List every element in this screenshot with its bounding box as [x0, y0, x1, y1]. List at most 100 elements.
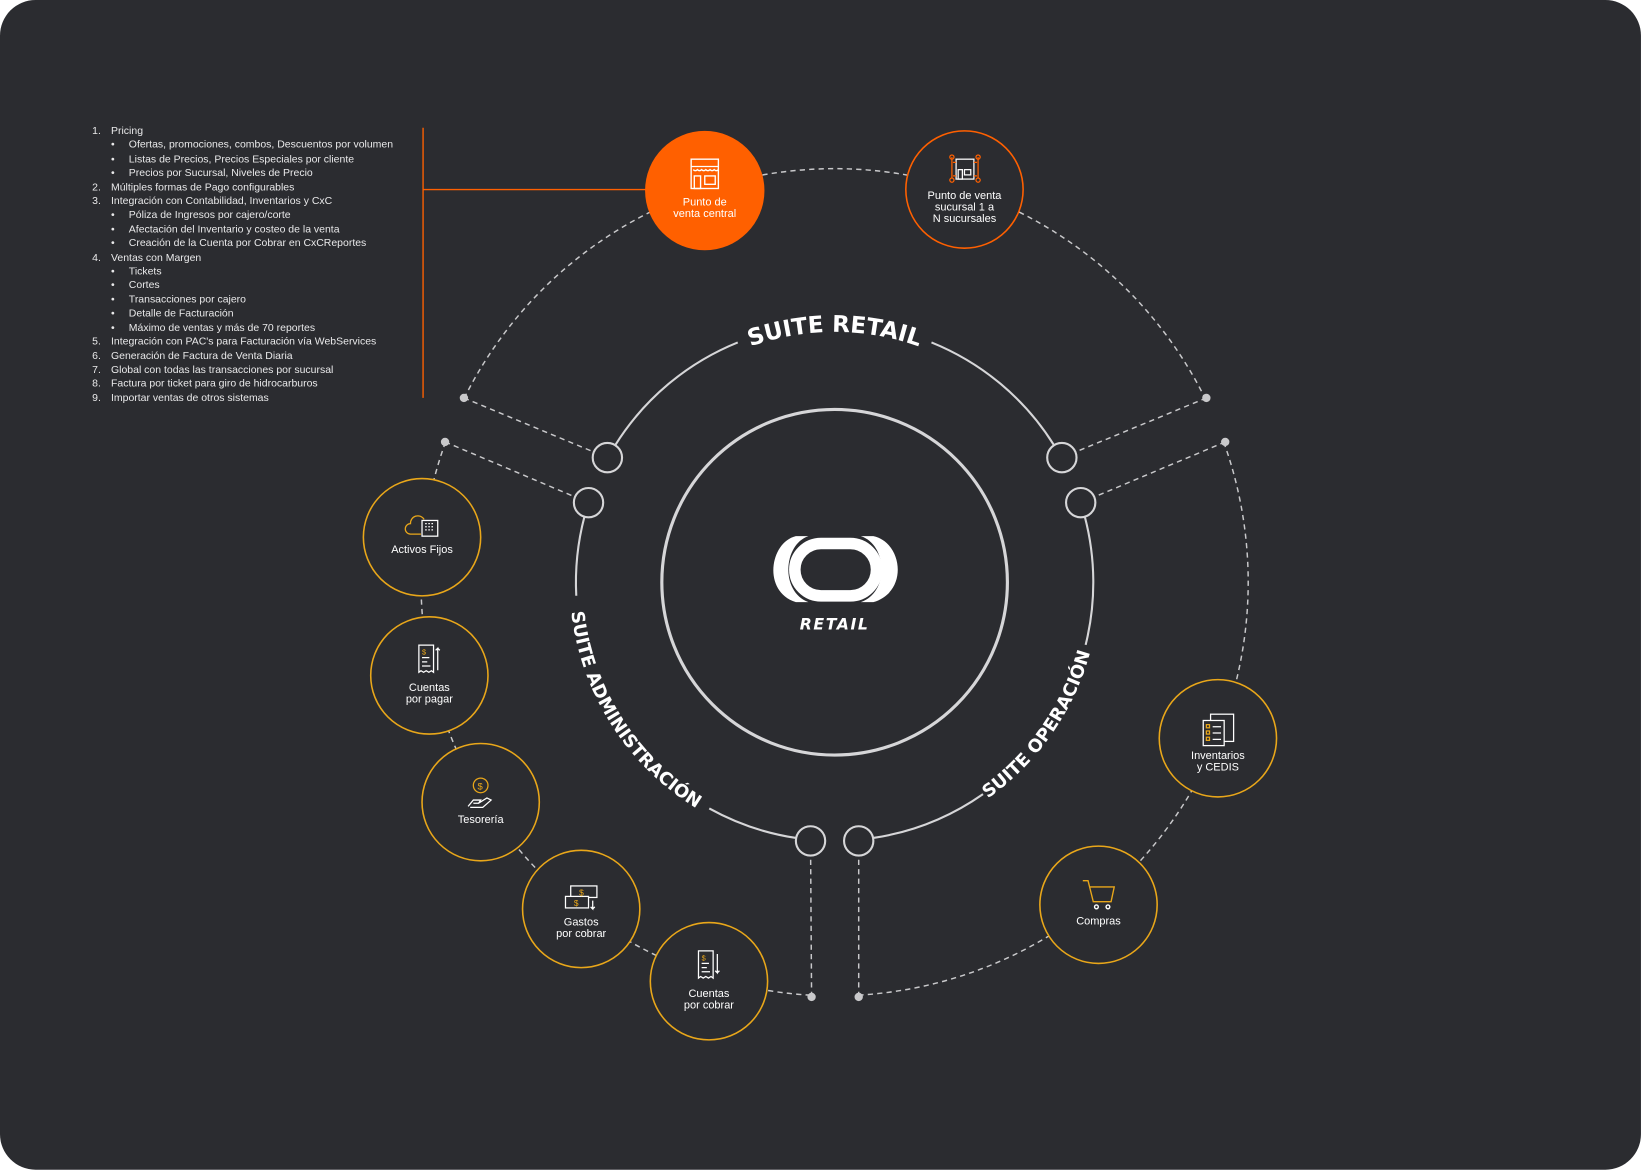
bullet-icon: •	[111, 153, 115, 166]
dashed-connector	[809, 840, 813, 997]
feature-subitem: • Transacciones por cajero	[92, 293, 393, 307]
connector-dot	[440, 437, 450, 447]
hand-coin-icon: $	[467, 777, 493, 809]
suite-retail-label: SUITE RETAIL	[744, 312, 925, 352]
svg-text:$: $	[702, 953, 706, 962]
feature-subitem: • Póliza de Ingresos por cajero/corte	[92, 209, 393, 223]
ring-junction-circle	[1065, 486, 1097, 519]
feature-item: 8. Factura por ticket para giro de hidroc…	[92, 377, 393, 391]
connector-dot	[1202, 393, 1211, 403]
receipt-down-icon: $	[697, 950, 720, 980]
feature-label: Integración con Contabilidad, Inventario…	[111, 195, 333, 208]
feature-number: 9.	[92, 392, 101, 404]
node-label: Cuentas	[688, 988, 729, 1000]
feature-item: 5.Integración con PAC's para Facturación…	[92, 335, 393, 349]
node-cuentas-por-cobrar[interactable]: $ Cuentas por cobrar	[649, 921, 769, 1041]
node-label: Tesorería	[458, 814, 505, 826]
logo-text: RETAIL	[800, 614, 870, 633]
feature-number: 8.	[92, 378, 101, 390]
node-punto-venta-central[interactable]: Punto de venta central	[645, 130, 765, 251]
node-label: por cobrar	[684, 999, 734, 1011]
feature-item: 4.Ventas con Margen	[92, 251, 393, 265]
node-label: Compras	[1076, 916, 1121, 928]
node-label: Punto de	[683, 196, 727, 208]
feature-label: Integración con PAC's para Facturación v…	[111, 336, 377, 348]
documents-icon	[1202, 713, 1235, 747]
suite-operacion-label: SUITE OPERACIÓN	[978, 648, 1095, 803]
ring-junction-circle	[1046, 441, 1078, 474]
feature-subitem-label: Póliza de Ingresos por cajero/corte	[128, 209, 291, 222]
node-label: venta central	[673, 208, 736, 220]
suite-ring-arc	[1083, 516, 1095, 646]
node-compras[interactable]: Compras	[1039, 845, 1158, 965]
node-tesoreria[interactable]: $ Tesorería	[421, 742, 541, 862]
feature-subitem: • Afectación del Inventario y costeo de l…	[92, 223, 393, 237]
bullet-icon: •	[111, 139, 115, 152]
dashed-connector	[463, 397, 608, 459]
feature-item: 6. Generación de Factura de Venta Diaria	[92, 349, 393, 363]
feature-subitem-label: Máximo de ventas y más de 70 reportes	[128, 322, 316, 334]
feature-subitem-label: Ofertas, promociones, combos, Descuentos…	[128, 139, 394, 152]
money-transfer-icon: $ $	[564, 885, 598, 911]
node-label: Inventarios	[1191, 750, 1245, 762]
feature-subitem: • Ofertas, promociones, combos, Descuento…	[92, 139, 393, 153]
feature-subitem-label: Precios por Sucursal, Niveles de Precio	[128, 167, 313, 180]
connector-dot	[807, 992, 816, 1002]
feature-subitem: •Cortes	[92, 279, 393, 293]
bullet-icon: •	[111, 294, 115, 306]
node-label: y CEDIS	[1197, 762, 1239, 774]
retail-logo: RETAIL	[773, 536, 898, 633]
feature-subitem-label: Transacciones por cajero	[128, 294, 246, 306]
store-network-icon	[949, 154, 981, 183]
node-label: sucursal 1 a	[935, 201, 995, 213]
feature-number: 7.	[92, 364, 101, 376]
feature-number: 4.	[92, 252, 101, 264]
node-label: por cobrar	[556, 928, 606, 940]
feature-number: 3.	[92, 195, 101, 208]
suite-ring-arc	[931, 341, 1055, 446]
feature-subitem: • Tickets	[92, 265, 393, 279]
svg-text:$: $	[478, 781, 484, 792]
node-cuentas-por-pagar[interactable]: $ Cuentas por pagar	[369, 616, 489, 735]
feature-label: Múltiples formas de Pago configurables	[111, 181, 295, 194]
bullet-icon: •	[111, 209, 115, 222]
dashed-connector	[1080, 441, 1226, 504]
suite-ring-arc	[708, 807, 797, 840]
feature-item: 7.Global con todas las transacciones por…	[92, 363, 393, 377]
ring-junction-circle	[591, 441, 624, 474]
feature-subitem-label: Listas de Precios, Precios Especiales po…	[128, 153, 355, 166]
node-punto-venta-sucursal[interactable]: Punto de venta sucursal 1 a N sucursales	[905, 130, 1024, 249]
outer-dashed-arc-operacion	[858, 441, 1249, 996]
feature-label: Generación de Factura de Venta Diaria	[111, 350, 293, 362]
feature-subitem-label: Tickets	[128, 266, 162, 278]
node-gastos-por-cobrar[interactable]: $ $ Gastos por cobrar	[521, 849, 641, 969]
node-activos-fijos[interactable]: Activos Fijos	[362, 477, 482, 597]
feature-item: 3. Integración con Contabilidad, Inventar…	[92, 195, 393, 209]
bullet-icon: •	[111, 223, 115, 236]
connector-dot	[854, 992, 863, 1002]
feature-subitem: • Precios por Sucursal, Niveles de Precio	[92, 167, 393, 181]
feature-label: Factura por ticket para giro de hidrocar…	[111, 378, 318, 390]
feature-subitem-label: Cortes	[128, 280, 160, 292]
ring-junction-circle	[572, 486, 605, 519]
connector-dot	[1221, 437, 1230, 447]
node-inventarios-cedis[interactable]: Inventarios y CEDIS	[1158, 678, 1278, 798]
receipt-up-icon: $	[418, 644, 441, 674]
feature-list: 1.Pricing•Ofertas, promociones, combos, …	[92, 125, 393, 406]
suite-ring-arc	[614, 341, 739, 446]
center-circle	[660, 407, 1009, 757]
feature-number: 6.	[92, 350, 101, 362]
cart-icon	[1082, 880, 1116, 910]
bullet-icon: •	[111, 266, 115, 278]
bullet-icon: •	[111, 322, 115, 334]
feature-subitem: • Listas de Precios, Precios Especiales p…	[92, 153, 393, 167]
bullet-icon: •	[111, 237, 115, 250]
feature-number: 1.	[92, 125, 101, 138]
ring-junction-circle	[842, 825, 875, 857]
svg-text:$: $	[579, 887, 584, 897]
feature-label: Pricing	[111, 125, 144, 138]
feature-subitem-label: Afectación del Inventario y costeo de la…	[128, 223, 340, 236]
bullet-icon: •	[111, 167, 115, 180]
feature-item: 2.Múltiples formas de Pago configurables	[92, 181, 393, 195]
dashed-connector	[444, 441, 589, 504]
